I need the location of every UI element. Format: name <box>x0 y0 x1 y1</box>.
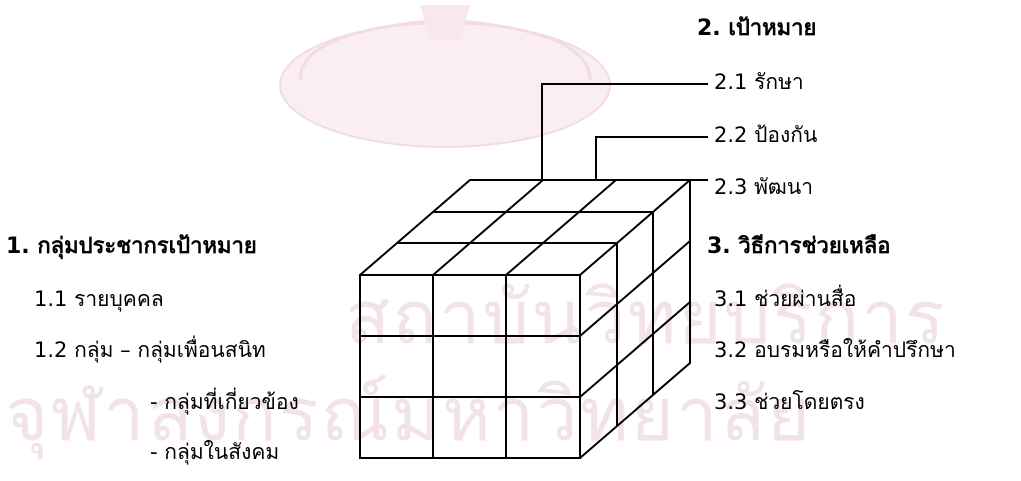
goal-item-2: 2.2 ป้องกัน <box>714 125 817 146</box>
connector-2-2 <box>596 137 708 180</box>
side-grid-h2 <box>580 302 690 397</box>
target-group-title: 1. กลุ่มประชากรเป้าหมาย <box>6 236 257 258</box>
connector-2-1 <box>542 84 708 180</box>
method-item-2: 3.2 อบรมหรือให้คำปรึกษา <box>714 340 956 361</box>
goal-title: 2. เป้าหมาย <box>697 18 816 40</box>
method-item-1: 3.1 ช่วยผ่านสื่อ <box>714 289 856 310</box>
goal-item-3: 2.3 พัฒนา <box>714 177 813 198</box>
target-item-2: 1.2 กลุ่ม – กลุ่มเพื่อนสนิท <box>34 340 266 361</box>
methods-title: 3. วิธีการช่วยเหลือ <box>707 236 891 258</box>
target-item-2a: - กลุ่มที่เกี่ยวข้อง <box>150 392 299 413</box>
top-grid-a <box>433 180 543 275</box>
top-grid-b <box>506 180 616 275</box>
target-item-1: 1.1 รายบุคคล <box>34 289 164 310</box>
target-item-2b: - กลุ่มในสังคม <box>150 442 279 463</box>
side-grid-h1 <box>580 241 690 336</box>
cube-front-face <box>360 275 580 458</box>
goal-item-1: 2.1 รักษา <box>714 72 804 93</box>
cube-side-face <box>580 180 690 458</box>
method-item-3: 3.3 ช่วยโดยตรง <box>714 392 865 413</box>
